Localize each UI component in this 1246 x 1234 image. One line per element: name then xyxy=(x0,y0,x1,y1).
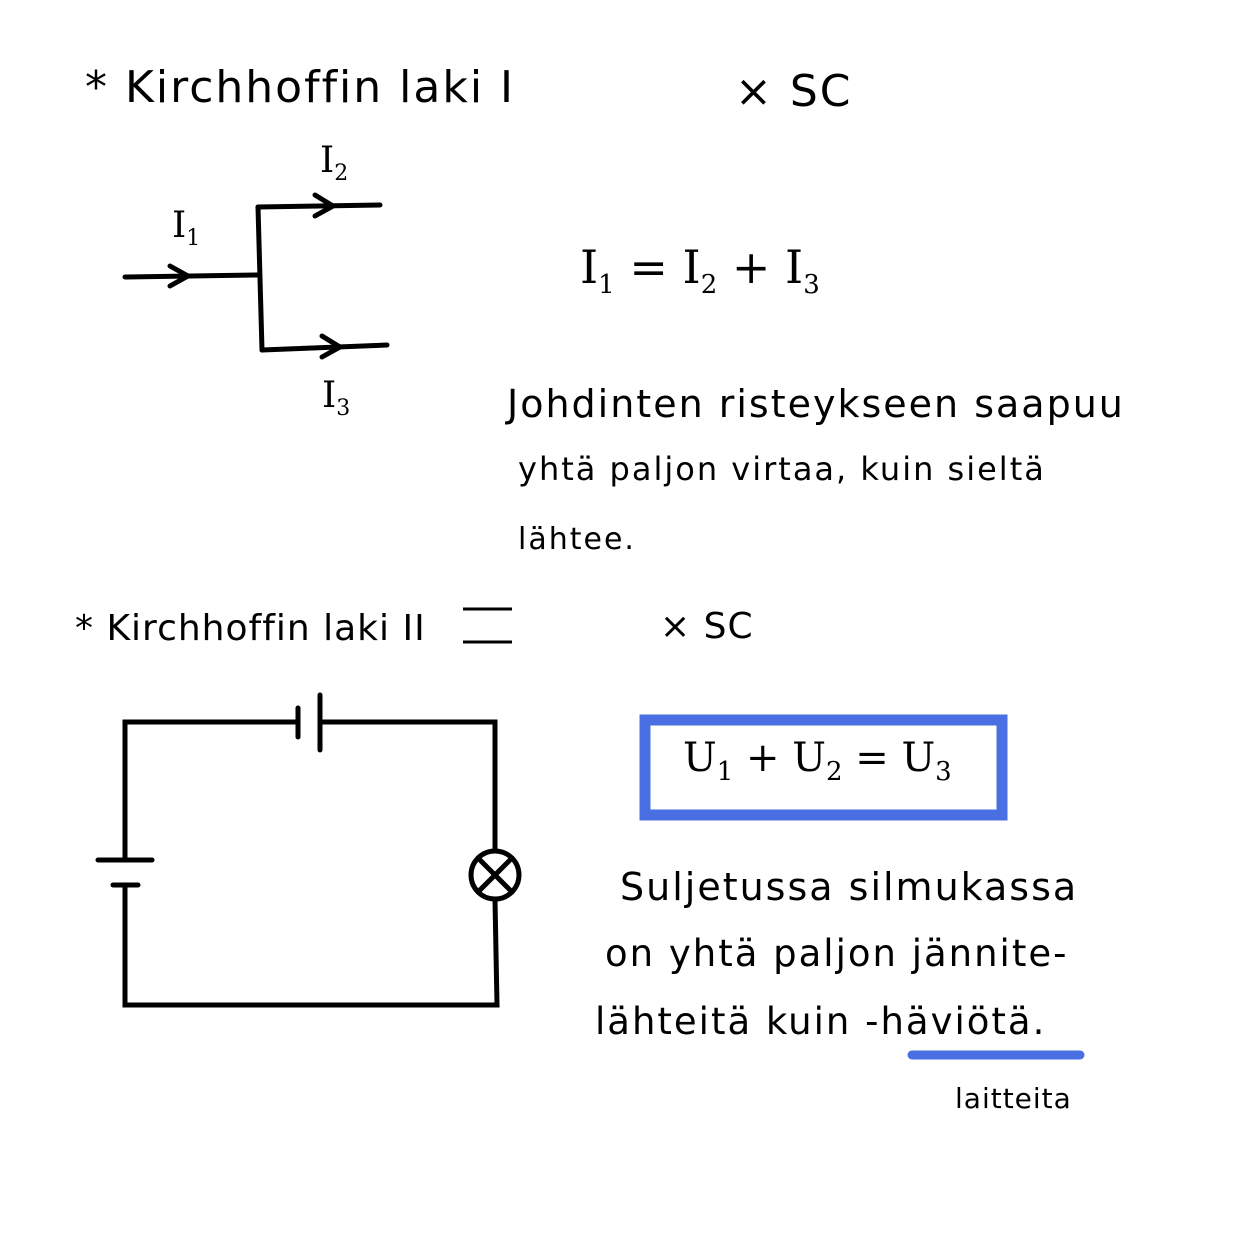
section1-text-line-2: yhtä paljon virtaa, kuin sieltä xyxy=(518,450,1046,488)
junction-diagram xyxy=(122,192,390,360)
wire-bottom xyxy=(122,882,500,1008)
section2-tag: × SC xyxy=(660,606,754,647)
wire-top-left xyxy=(122,719,300,863)
section1-title: * Kirchhoffin laki I xyxy=(85,62,516,113)
equation-highlight-box xyxy=(639,714,1008,821)
circuit-diagram xyxy=(95,692,522,1008)
outgoing-wire-bottom xyxy=(259,342,390,353)
current-equation: I1 = I2 + I3 xyxy=(580,240,820,301)
lamp-icon xyxy=(468,848,522,902)
section2-text-line-3: lähteitä kuin -häviötä. xyxy=(595,1000,1047,1043)
label-i1: I1 xyxy=(172,205,201,252)
section1-text-line-3: lähtee. xyxy=(518,522,636,557)
roman-numeral-overline xyxy=(463,607,512,644)
voltage-equation: U1 + U2 = U3 xyxy=(683,735,952,787)
arrow-i2 xyxy=(312,192,338,219)
junction-wire xyxy=(255,204,265,353)
highlight-marks xyxy=(639,714,1085,1060)
outgoing-wire-top xyxy=(255,202,383,210)
label-i2: I2 xyxy=(320,140,349,187)
label-i3: I3 xyxy=(322,375,351,422)
section2-title: * Kirchhoffin laki II xyxy=(75,608,426,649)
section1-tag: × SC xyxy=(735,66,853,117)
arrow-i3 xyxy=(319,333,345,360)
section2-text-line-2: on yhtä paljon jännite- xyxy=(605,932,1069,975)
section2-text-line-1: Suljetussa silmukassa xyxy=(620,865,1079,909)
wire-top-right xyxy=(317,719,498,853)
annotation-laitteita: laitteita xyxy=(955,1082,1072,1115)
section1-text-line-1: Johdinten risteykseen saapuu xyxy=(507,382,1125,426)
arrow-i1 xyxy=(167,263,194,289)
